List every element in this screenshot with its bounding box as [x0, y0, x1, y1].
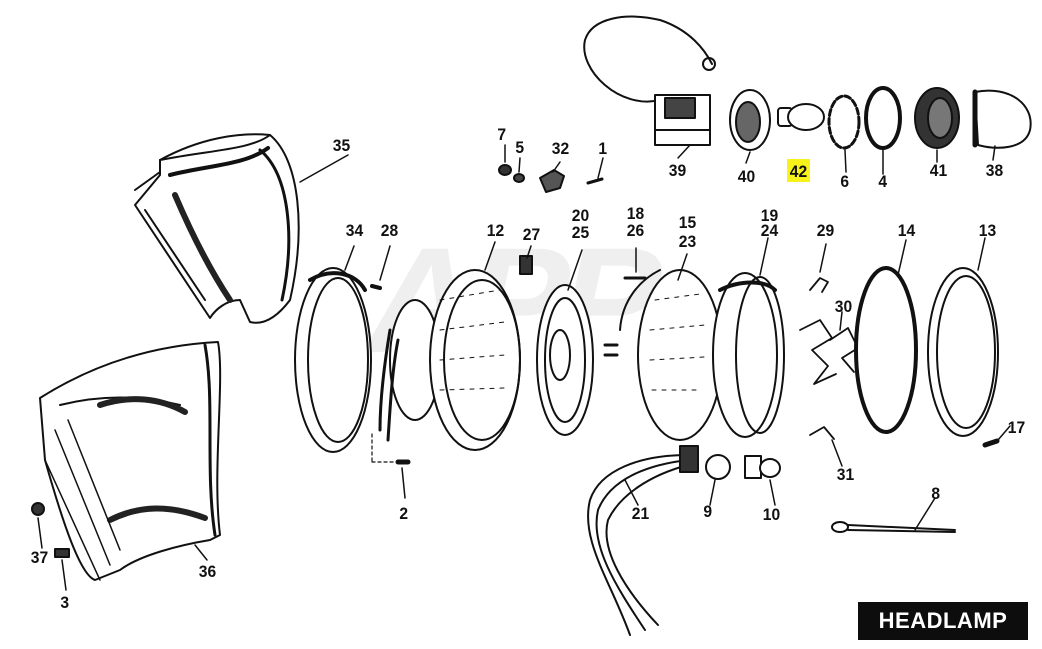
screw-1 [586, 177, 604, 185]
cotter-pin-part [831, 521, 956, 533]
part-label-26: 26 [626, 221, 645, 240]
gasket-4 [864, 86, 902, 150]
headlamp-title-badge: HEADLAMP [858, 602, 1028, 640]
bulb-10 [744, 455, 781, 479]
bracket-32 [539, 169, 565, 193]
part-label-9: 9 [703, 502, 713, 521]
marker-bulb-part [777, 103, 825, 131]
gasket-14 [854, 266, 918, 434]
part-label-39: 39 [668, 161, 687, 180]
door-ring-part [927, 267, 999, 437]
part-label-31: 31 [836, 465, 855, 484]
part-label-4: 4 [878, 172, 888, 191]
part-label-2: 2 [399, 504, 409, 523]
part-label-10: 10 [762, 505, 781, 524]
part-label-5: 5 [515, 138, 525, 157]
part-label-15: 15 [678, 213, 697, 232]
part-label-36: 36 [198, 562, 217, 581]
part-label-27: 27 [522, 225, 541, 244]
part-label-6: 6 [840, 172, 850, 191]
part-label-35: 35 [332, 136, 351, 155]
part-label-13: 13 [978, 221, 997, 240]
sealed-beam-housing-part [378, 269, 521, 451]
part-label-7: 7 [497, 125, 507, 144]
part-label-30: 30 [834, 297, 853, 316]
part-label-12: 12 [486, 221, 505, 240]
part-label-38: 38 [985, 161, 1004, 180]
nut-7 [498, 164, 512, 176]
sealed-beam-lamp-part [603, 269, 723, 441]
lock-washer-6 [827, 94, 861, 150]
screw-28 [370, 284, 382, 290]
part-label-32: 32 [551, 139, 570, 158]
part-label-40: 40 [737, 167, 756, 186]
clip-27 [519, 255, 533, 275]
nut-and-screw-part [31, 502, 70, 558]
part-label-23: 23 [678, 232, 697, 251]
part-label-18: 18 [626, 204, 645, 223]
grommet-9 [705, 454, 731, 480]
marker-bezel-part [729, 89, 771, 151]
part-label-37: 37 [30, 548, 49, 567]
part-label-19: 19 [760, 206, 779, 225]
part-label-34: 34 [345, 221, 364, 240]
part-label-41: 41 [929, 161, 948, 180]
trim-ring-part [294, 267, 372, 453]
part-label-3: 3 [60, 593, 70, 612]
mounting-ring-part [536, 284, 594, 436]
part-label-21: 21 [631, 504, 650, 523]
screw-17 [982, 438, 1000, 448]
socket-cable-part [583, 15, 716, 146]
washer-5 [513, 173, 525, 183]
part-label-20: 20 [571, 206, 590, 225]
part-label-24: 24 [760, 221, 779, 240]
part-label-14: 14 [897, 221, 916, 240]
leader-lines [37, 144, 1011, 591]
lower-visor-part [39, 341, 222, 581]
part-label-17: 17 [1007, 418, 1026, 437]
wiring-harness-part [587, 445, 699, 636]
footer-note [330, 638, 750, 649]
part-label-25: 25 [571, 223, 590, 242]
part-label-42-highlighted: 42 [786, 159, 810, 182]
threaded-nut-part [914, 87, 960, 149]
part-label-8: 8 [931, 484, 941, 503]
retaining-ring-part [712, 272, 785, 438]
marker-lens-part [972, 89, 1032, 149]
part-label-1: 1 [598, 139, 608, 158]
part-label-29: 29 [816, 221, 835, 240]
part-label-28: 28 [380, 221, 399, 240]
upper-visor-part [134, 133, 300, 324]
